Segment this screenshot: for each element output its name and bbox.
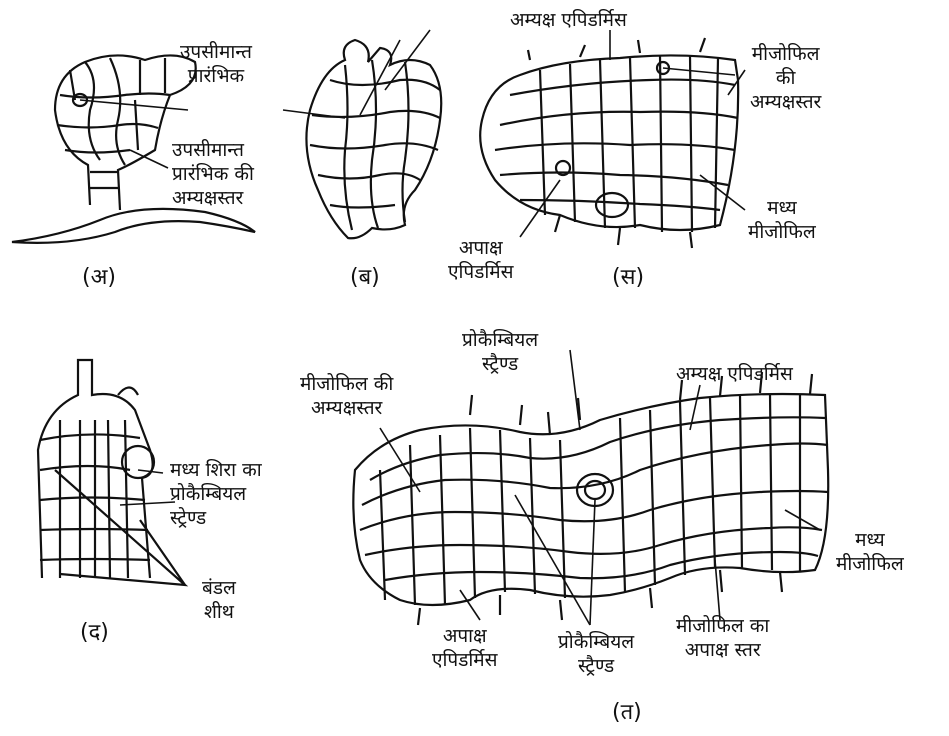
drawing-s bbox=[480, 38, 738, 248]
caption-t: (त) bbox=[612, 700, 642, 726]
label-s-abaxial-epidermis: अपाक्ष एपिडर्मिस bbox=[448, 236, 514, 284]
label-t-middle-mesophyll: मध्य मीजोफिल bbox=[836, 528, 904, 576]
label-d-midrib-procambium: मध्य शिरा का प्रोकैम्बियल स्ट्रेण्ड bbox=[170, 458, 262, 530]
caption-s: (स) bbox=[612, 265, 644, 291]
caption-b: (ब) bbox=[350, 265, 380, 291]
label-s-middle-mesophyll: मध्य मीजोफिल bbox=[748, 196, 816, 244]
label-t-adaxial-epidermis: अम्यक्ष एपिडर्मिस bbox=[676, 362, 793, 386]
drawing-b bbox=[306, 40, 441, 238]
label-t-abaxial-epidermis: अपाक्ष एपिडर्मिस bbox=[432, 624, 498, 672]
label-d-bundle-sheath: बंडल शीथ bbox=[202, 576, 236, 624]
leader-lines bbox=[80, 30, 820, 625]
label-t-mesophyll-abaxial: मीजोफिल का अपाक्ष स्तर bbox=[676, 614, 769, 662]
label-s-adaxial-epidermis: अम्यक्ष एपिडर्मिस bbox=[510, 8, 627, 32]
caption-d: (द) bbox=[80, 620, 109, 646]
caption-a: (अ) bbox=[82, 265, 116, 291]
label-s-mesophyll-adaxial: मीजोफिल की अम्यक्षस्तर bbox=[750, 42, 821, 114]
label-a-marginal-initial: उपसीमान्त प्रारंभिक bbox=[180, 40, 252, 88]
label-t-procambial-top: प्रोकैम्बियल स्ट्रैण्ड bbox=[462, 328, 538, 376]
label-t-procambial-bottom: प्रोकैम्बियल स्ट्रैण्ड bbox=[558, 630, 634, 678]
label-t-mesophyll-adaxial: मीजोफिल की अम्यक्षस्तर bbox=[300, 372, 393, 420]
label-a-submarginal-adaxial: उपसीमान्त प्रारंभिक की अम्यक्षस्तर bbox=[172, 138, 254, 210]
